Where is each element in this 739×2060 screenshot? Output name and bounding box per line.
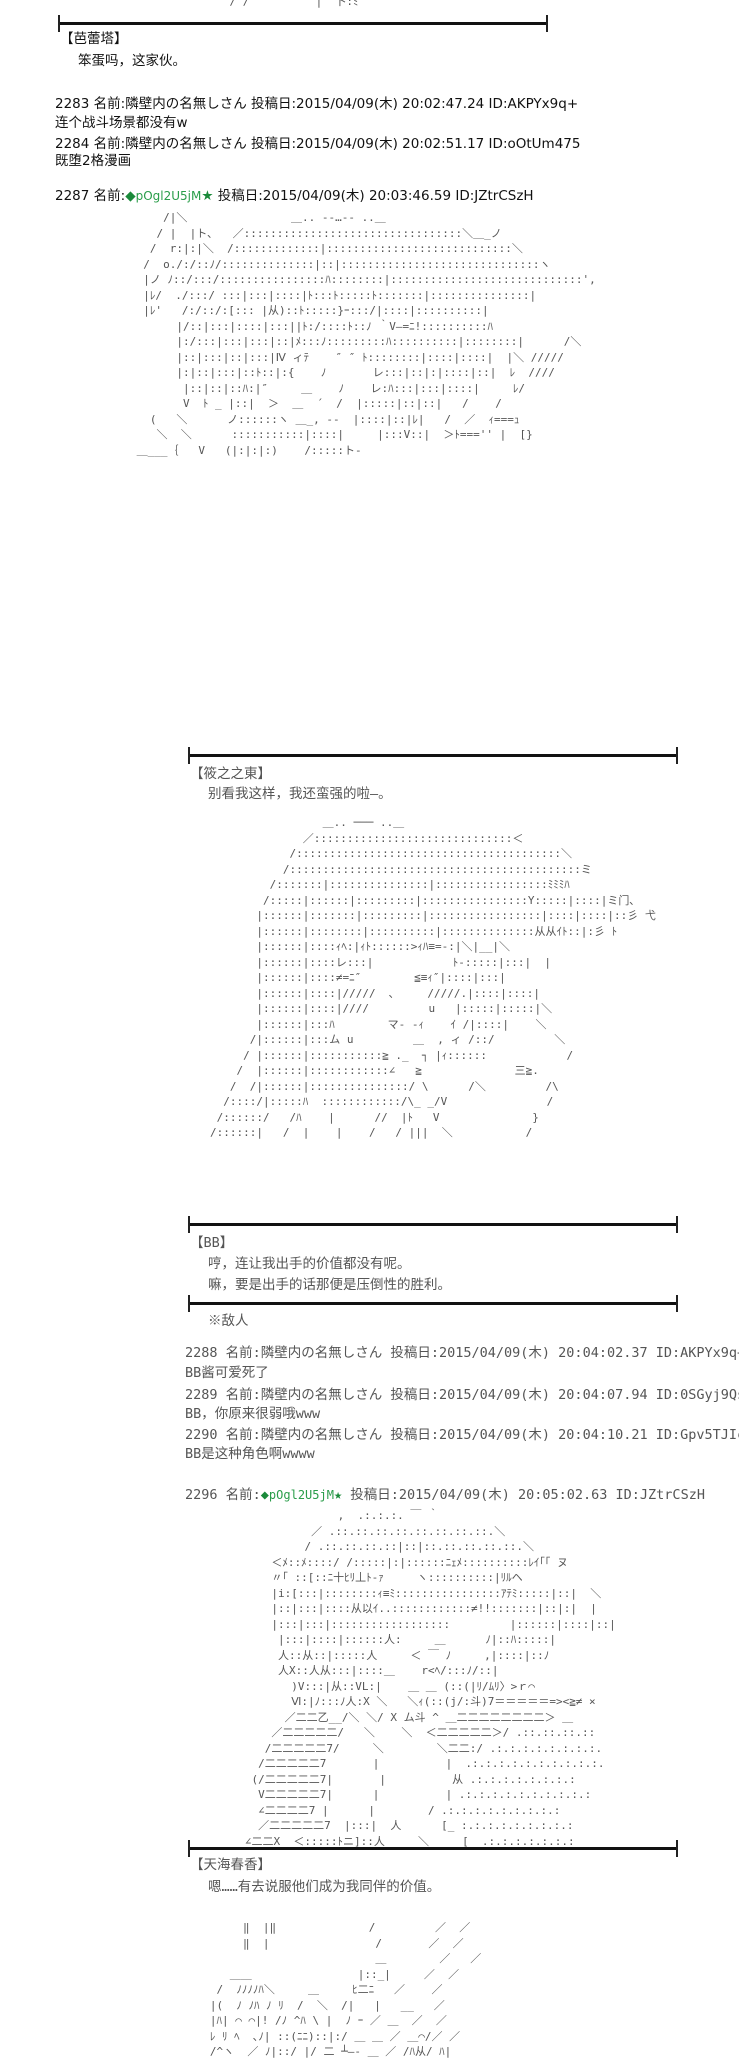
dialog-line: 笨蛋吗，这家伙。	[78, 53, 186, 69]
tripcode: pOgl2U5jM	[268, 1488, 334, 1502]
dialog-speaker: 【天海春香】	[190, 1857, 271, 1873]
dialog-line: 哼，连让我出手的价值都没有呢。	[208, 1256, 411, 1272]
dialog-line: 嘛，要是出手的话那便是压倒性的胜利。	[208, 1277, 451, 1293]
ascii-art-character: , .:.:.:. ￣ ｀ ／ .::.::.::.::.::.::.::.::…	[244, 1509, 616, 1848]
dialog-line: 嗯……有去说服他们成为我同伴的价值。	[208, 1879, 441, 1895]
post-body: 既堕2格漫画	[55, 153, 132, 169]
post-meta: 投稿日:2015/04/09(木) 20:03:46.59 ID:JZtrCSz…	[213, 188, 534, 204]
post-number: 2296 名前:	[185, 1487, 261, 1503]
dialog-speaker: 【芭蕾塔】	[60, 31, 128, 47]
ascii-art-character: /|＼ ＿.. -‐…‐- ..＿ / | |ト､ ／:::::::::::::…	[130, 210, 739, 2058]
post-header: 2290 名前:隣壁内の名無しさん 投稿日:2015/04/09(木) 20:0…	[185, 1427, 739, 1443]
diamond-icon: ◆	[125, 188, 136, 204]
post-header: 2284 名前:隣壁内の名無しさん 投稿日:2015/04/09(木) 20:0…	[55, 136, 581, 152]
post-body: 连个战斗场景都没有w	[55, 115, 188, 131]
post-header: 2288 名前:隣壁内の名無しさん 投稿日:2015/04/09(木) 20:0…	[185, 1345, 739, 1361]
post-header: 2289 名前:隣壁内の名無しさん 投稿日:2015/04/09(木) 20:0…	[185, 1387, 739, 1403]
post-header: 2283 名前:隣壁内の名無しさん 投稿日:2015/04/09(木) 20:0…	[55, 96, 579, 112]
post-body: BB，你原来很弱哦www	[185, 1406, 321, 1422]
separator	[188, 1216, 678, 1233]
post-header: 2287 名前:◆pOgl2U5jM★ 投稿日:2015/04/09(木) 20…	[55, 187, 534, 205]
separator	[188, 1295, 678, 1312]
star-icon: ★	[201, 188, 214, 204]
dialog-line: 别看我这样，我还蛮强的啦—。	[208, 786, 392, 802]
separator	[188, 747, 678, 764]
ascii-art-characters: ‖ |‖ / ／ ／ ‖ | / ／ ／ ＿ ／ ／ ＿＿ |::_| ／ ／ …	[209, 1921, 482, 2058]
ascii-art-character: ＿.. ─── ..＿ ／:::::::::::::::::::::::::::…	[210, 816, 656, 1139]
ascii-art-fragment: / / | 卜:ﾐ	[150, 0, 359, 8]
dialog-speaker: 【BB】	[190, 1235, 234, 1251]
post-number: 2287 名前:	[55, 188, 126, 204]
note: ※敌人	[208, 1313, 249, 1329]
post-body: BB酱可爱死了	[185, 1365, 269, 1381]
post-meta: 投稿日:2015/04/09(木) 20:05:02.63 ID:JZtrCSz…	[342, 1487, 705, 1503]
post-header: 2296 名前:◆pOgl2U5jM★ 投稿日:2015/04/09(木) 20…	[185, 1486, 705, 1504]
separator	[188, 1840, 678, 1857]
post-body: BB是这种角色啊wwww	[185, 1446, 315, 1462]
tripcode: pOgl2U5jM	[135, 189, 202, 203]
separator	[58, 15, 548, 32]
dialog-speaker: 【筱之之東】	[190, 766, 271, 782]
diamond-icon: ◆	[260, 1487, 269, 1503]
star-icon: ★	[333, 1487, 343, 1503]
